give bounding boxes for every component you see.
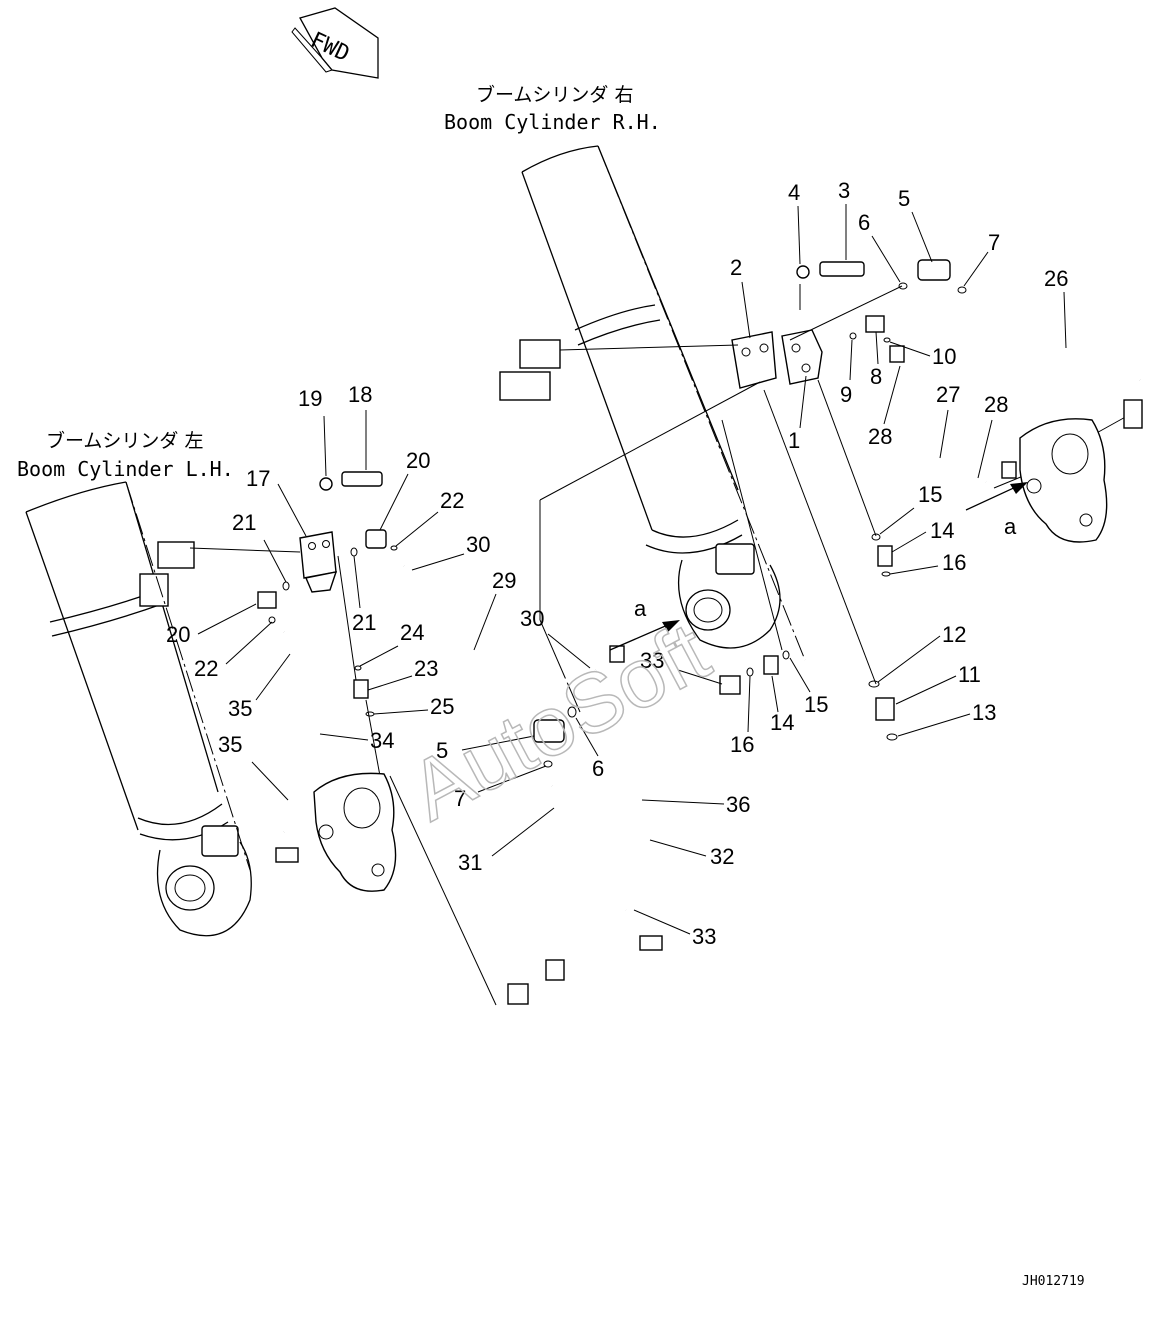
cylinder-lh-jp: ブームシリンダ 左 bbox=[46, 429, 203, 452]
drawing-code: JH012719 bbox=[1022, 1274, 1085, 1289]
part-number-7: 7 bbox=[988, 230, 1000, 255]
cylinder-rh-en: Boom Cylinder R.H. bbox=[444, 110, 661, 134]
part-number-6b: 6 bbox=[592, 756, 604, 781]
part-number-33: 33 bbox=[640, 648, 664, 673]
view-arrow-a-right: a bbox=[965, 482, 1028, 539]
bracket-rh bbox=[731, 329, 823, 389]
part-number-6: 6 bbox=[858, 210, 870, 235]
part-number-28b: 28 bbox=[868, 424, 892, 449]
cylinder-rh-jp: ブームシリンダ 右 bbox=[476, 83, 633, 106]
hose-29 bbox=[401, 564, 598, 685]
part-number-2: 2 bbox=[730, 255, 742, 280]
part-number-34: 34 bbox=[370, 728, 394, 753]
part-number-22b: 22 bbox=[194, 656, 218, 681]
hose-32 bbox=[622, 687, 724, 911]
fwd-label: FWD bbox=[307, 28, 354, 67]
part-number-23: 23 bbox=[414, 656, 438, 681]
part-number-27: 27 bbox=[936, 382, 960, 407]
bracket-lh bbox=[299, 531, 338, 593]
part-number-30b: 30 bbox=[520, 606, 544, 631]
part-number-9: 9 bbox=[840, 382, 852, 407]
part-number-7b: 7 bbox=[454, 786, 466, 811]
valve-rh bbox=[1019, 418, 1108, 543]
fittings bbox=[257, 259, 1143, 1005]
part-number-29: 29 bbox=[492, 568, 516, 593]
part-number-8: 8 bbox=[870, 364, 882, 389]
part-number-20b: 20 bbox=[166, 622, 190, 647]
part-number-31: 31 bbox=[458, 850, 482, 875]
part-number-26: 26 bbox=[1044, 266, 1068, 291]
part-number-12: 12 bbox=[942, 622, 966, 647]
valve-lh bbox=[313, 772, 397, 892]
part-number-17: 17 bbox=[246, 466, 270, 491]
part-number-16: 16 bbox=[942, 550, 966, 575]
part-number-13: 13 bbox=[972, 700, 996, 725]
part-number-3: 3 bbox=[838, 178, 850, 203]
part-number-1: 1 bbox=[788, 428, 800, 453]
callouts: 1 2 3 4 5 5 6 6 7 7 8 9 10 11 12 13 14 1… bbox=[166, 178, 1068, 949]
cylinder-lh-en: Boom Cylinder L.H. bbox=[17, 457, 234, 481]
part-number-24: 24 bbox=[400, 620, 424, 645]
part-number-22: 22 bbox=[440, 488, 464, 513]
part-number-32: 32 bbox=[710, 844, 734, 869]
part-number-19: 19 bbox=[298, 386, 322, 411]
part-number-30: 30 bbox=[466, 532, 490, 557]
part-number-35: 35 bbox=[228, 696, 252, 721]
part-number-18: 18 bbox=[348, 382, 372, 407]
part-number-14: 14 bbox=[930, 518, 954, 543]
part-number-36: 36 bbox=[726, 792, 750, 817]
boom-cylinder-rh bbox=[499, 145, 781, 649]
hose-34 bbox=[282, 630, 322, 834]
part-number-21b: 21 bbox=[352, 610, 376, 635]
part-number-5b: 5 bbox=[436, 738, 448, 763]
part-number-35b: 35 bbox=[218, 732, 242, 757]
part-number-14b: 14 bbox=[770, 710, 794, 735]
part-number-16b: 16 bbox=[730, 732, 754, 757]
part-number-11: 11 bbox=[958, 662, 981, 687]
part-number-25: 25 bbox=[430, 694, 454, 719]
part-number-15: 15 bbox=[918, 482, 942, 507]
part-number-28: 28 bbox=[984, 392, 1008, 417]
view-arrow-a-center: a bbox=[609, 596, 680, 651]
part-number-21: 21 bbox=[232, 510, 256, 535]
part-number-20: 20 bbox=[406, 448, 430, 473]
boom-cylinder-lh bbox=[25, 481, 252, 937]
fwd-arrow-icon: FWD bbox=[291, 7, 379, 79]
view-marker-right: a bbox=[1004, 514, 1017, 539]
view-marker-center: a bbox=[634, 596, 647, 621]
hose-27 bbox=[904, 373, 987, 484]
leader-lines bbox=[189, 284, 1139, 1006]
hose-31 bbox=[548, 784, 576, 978]
part-number-4: 4 bbox=[788, 180, 800, 205]
part-number-5: 5 bbox=[898, 186, 910, 211]
hose-26 bbox=[958, 286, 1142, 382]
part-number-33b: 33 bbox=[692, 924, 716, 949]
part-number-15b: 15 bbox=[804, 692, 828, 717]
part-number-10: 10 bbox=[932, 344, 956, 369]
